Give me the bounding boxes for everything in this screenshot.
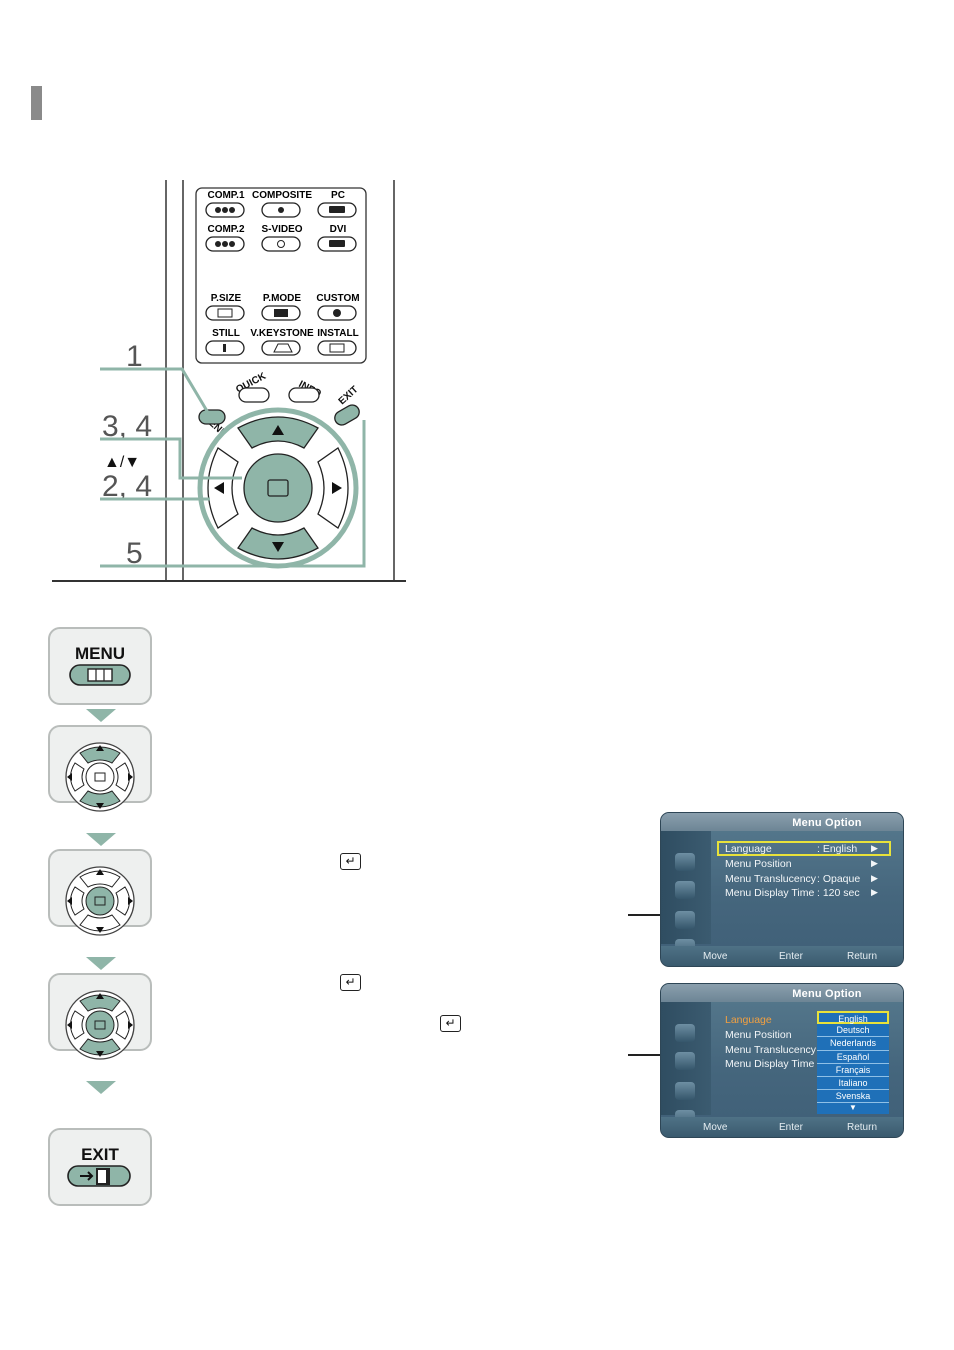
step-arrow	[86, 957, 116, 970]
callout-up-down: ▲/▼	[104, 454, 140, 471]
button-label: P.MODE	[263, 293, 301, 304]
osd-footer-return: Return	[847, 1122, 878, 1133]
osd-sidebar	[661, 1002, 711, 1128]
button-label: V.KEYSTONE	[250, 328, 314, 339]
step-arrow	[86, 833, 116, 846]
osd-item-label: Menu Position	[725, 858, 792, 870]
button-label: DVI	[330, 224, 347, 235]
osd-item-menu-position[interactable]: Menu Position	[725, 858, 792, 870]
button-row: COMP.1 COMPOSITE PC	[207, 190, 344, 201]
button-label: PC	[331, 190, 345, 201]
osd-sound-icon	[675, 1052, 695, 1070]
osd-title: Menu Option	[792, 817, 862, 829]
enter-icon: ↵	[440, 1015, 461, 1032]
osd-item-value: : English	[817, 843, 858, 855]
button-label: INSTALL	[317, 328, 358, 339]
enter-icon: ↵	[340, 853, 361, 870]
osd-item-label: Menu Position	[725, 1029, 792, 1041]
osd-item-language[interactable]: Language : English	[725, 843, 857, 855]
arrow-right-icon: ▶	[871, 887, 878, 897]
language-option[interactable]: Deutsch	[817, 1024, 889, 1038]
exit-button-label: EXIT	[337, 384, 361, 407]
step-menu-icon: MENU	[48, 627, 152, 705]
osd-setup-icon	[675, 911, 695, 929]
exit-icon-label: EXIT	[81, 1145, 119, 1164]
enter-icon: ↵	[340, 974, 361, 991]
button-label: STILL	[212, 328, 240, 339]
osd-footer-move: Move	[703, 1122, 728, 1133]
osd-item-label: Language	[725, 843, 772, 855]
osd-item-label: Language	[725, 1014, 772, 1026]
osd-item-menu-display-time[interactable]: Menu Display Time : 120 sec	[725, 887, 860, 899]
osd-footer-enter: Enter	[779, 1122, 803, 1133]
callout-line	[628, 1054, 660, 1056]
step-exit-icon: EXIT	[48, 1128, 152, 1206]
language-list: English Deutsch Nederlands Español Franç…	[817, 1011, 889, 1115]
language-option[interactable]: Italiano	[817, 1076, 889, 1091]
button-label: COMP.1	[207, 190, 244, 201]
osd-sidebar	[661, 831, 711, 957]
osd-footer-move: Move	[703, 951, 728, 962]
osd-item-menu-display-time[interactable]: Menu Display Time	[725, 1058, 814, 1070]
osd-item-label: Menu Translucency	[725, 1044, 817, 1056]
osd-menu-option-screen: Menu Option Language : English Menu Posi…	[660, 812, 904, 967]
button-label: COMPOSITE	[252, 190, 312, 201]
callout-step-1: 1	[126, 340, 143, 373]
step-enter-icon	[48, 849, 152, 936]
osd-item-label: Menu Display Time	[725, 1058, 815, 1070]
arrow-right-icon: ▶	[871, 843, 878, 853]
callout-line	[628, 914, 660, 916]
osd-footer-enter: Enter	[779, 951, 803, 962]
language-option[interactable]: English	[817, 1011, 889, 1025]
button-label: CUSTOM	[316, 293, 359, 304]
button-row: COMP.2 S-VIDEO DVI	[207, 224, 346, 235]
osd-footer: Move Enter Return	[661, 946, 903, 966]
language-option[interactable]: Svenska	[817, 1090, 889, 1104]
step-arrow	[86, 1081, 116, 1094]
menu-icon-label: MENU	[75, 644, 125, 663]
osd-language-list-screen: Menu Option Language Menu Position Menu …	[660, 983, 904, 1138]
arrow-right-icon: ▶	[871, 873, 878, 883]
d-pad	[197, 407, 359, 569]
osd-sound-icon	[675, 881, 695, 899]
osd-picture-icon	[675, 853, 695, 871]
osd-item-label: Menu Display Time	[725, 887, 815, 899]
osd-item-value: : Opaque	[817, 873, 861, 885]
section-marker	[31, 86, 42, 120]
osd-item-language[interactable]: Language	[725, 1014, 772, 1026]
osd-top-bar	[661, 984, 903, 1002]
button-row: STILL V.KEYSTONE INSTALL	[212, 328, 359, 339]
language-option[interactable]: Nederlands	[817, 1037, 889, 1051]
osd-item-label: Menu Translucency	[725, 873, 817, 885]
step-up-down-icon	[48, 725, 152, 812]
osd-item-menu-translucency[interactable]: Menu Translucency	[725, 1044, 816, 1056]
osd-selection-highlight	[717, 841, 891, 856]
osd-footer: Move Enter Return	[661, 1117, 903, 1137]
osd-item-menu-translucency[interactable]: Menu Translucency : Opaque	[725, 873, 860, 885]
button-label: P.SIZE	[211, 293, 242, 304]
language-option[interactable]: Français	[817, 1063, 889, 1077]
button-row: P.SIZE P.MODE CUSTOM	[211, 293, 360, 304]
osd-item-value: : 120 sec	[817, 887, 860, 899]
osd-top-bar	[661, 813, 903, 831]
osd-picture-icon	[675, 1024, 695, 1042]
step-up-down-enter-icon	[48, 973, 152, 1060]
remote-button-grid: COMP.1 COMPOSITE PC COMP.2 S-VIDEO DVI P…	[207, 190, 359, 339]
button-label: S-VIDEO	[261, 224, 302, 235]
osd-title: Menu Option	[792, 988, 862, 1000]
osd-setup-icon	[675, 1082, 695, 1100]
osd-footer-return: Return	[847, 951, 878, 962]
arrow-right-icon: ▶	[871, 858, 878, 868]
scroll-down-icon[interactable]: ▼	[817, 1103, 889, 1115]
button-label: COMP.2	[207, 224, 244, 235]
step-arrow	[86, 709, 116, 722]
osd-item-menu-position[interactable]: Menu Position	[725, 1029, 792, 1041]
remote-control-illustration: COMP.1 COMPOSITE PC COMP.2 S-VIDEO DVI P…	[52, 180, 406, 582]
callout-step-5: 5	[126, 537, 143, 570]
language-option[interactable]: Español	[817, 1050, 889, 1064]
